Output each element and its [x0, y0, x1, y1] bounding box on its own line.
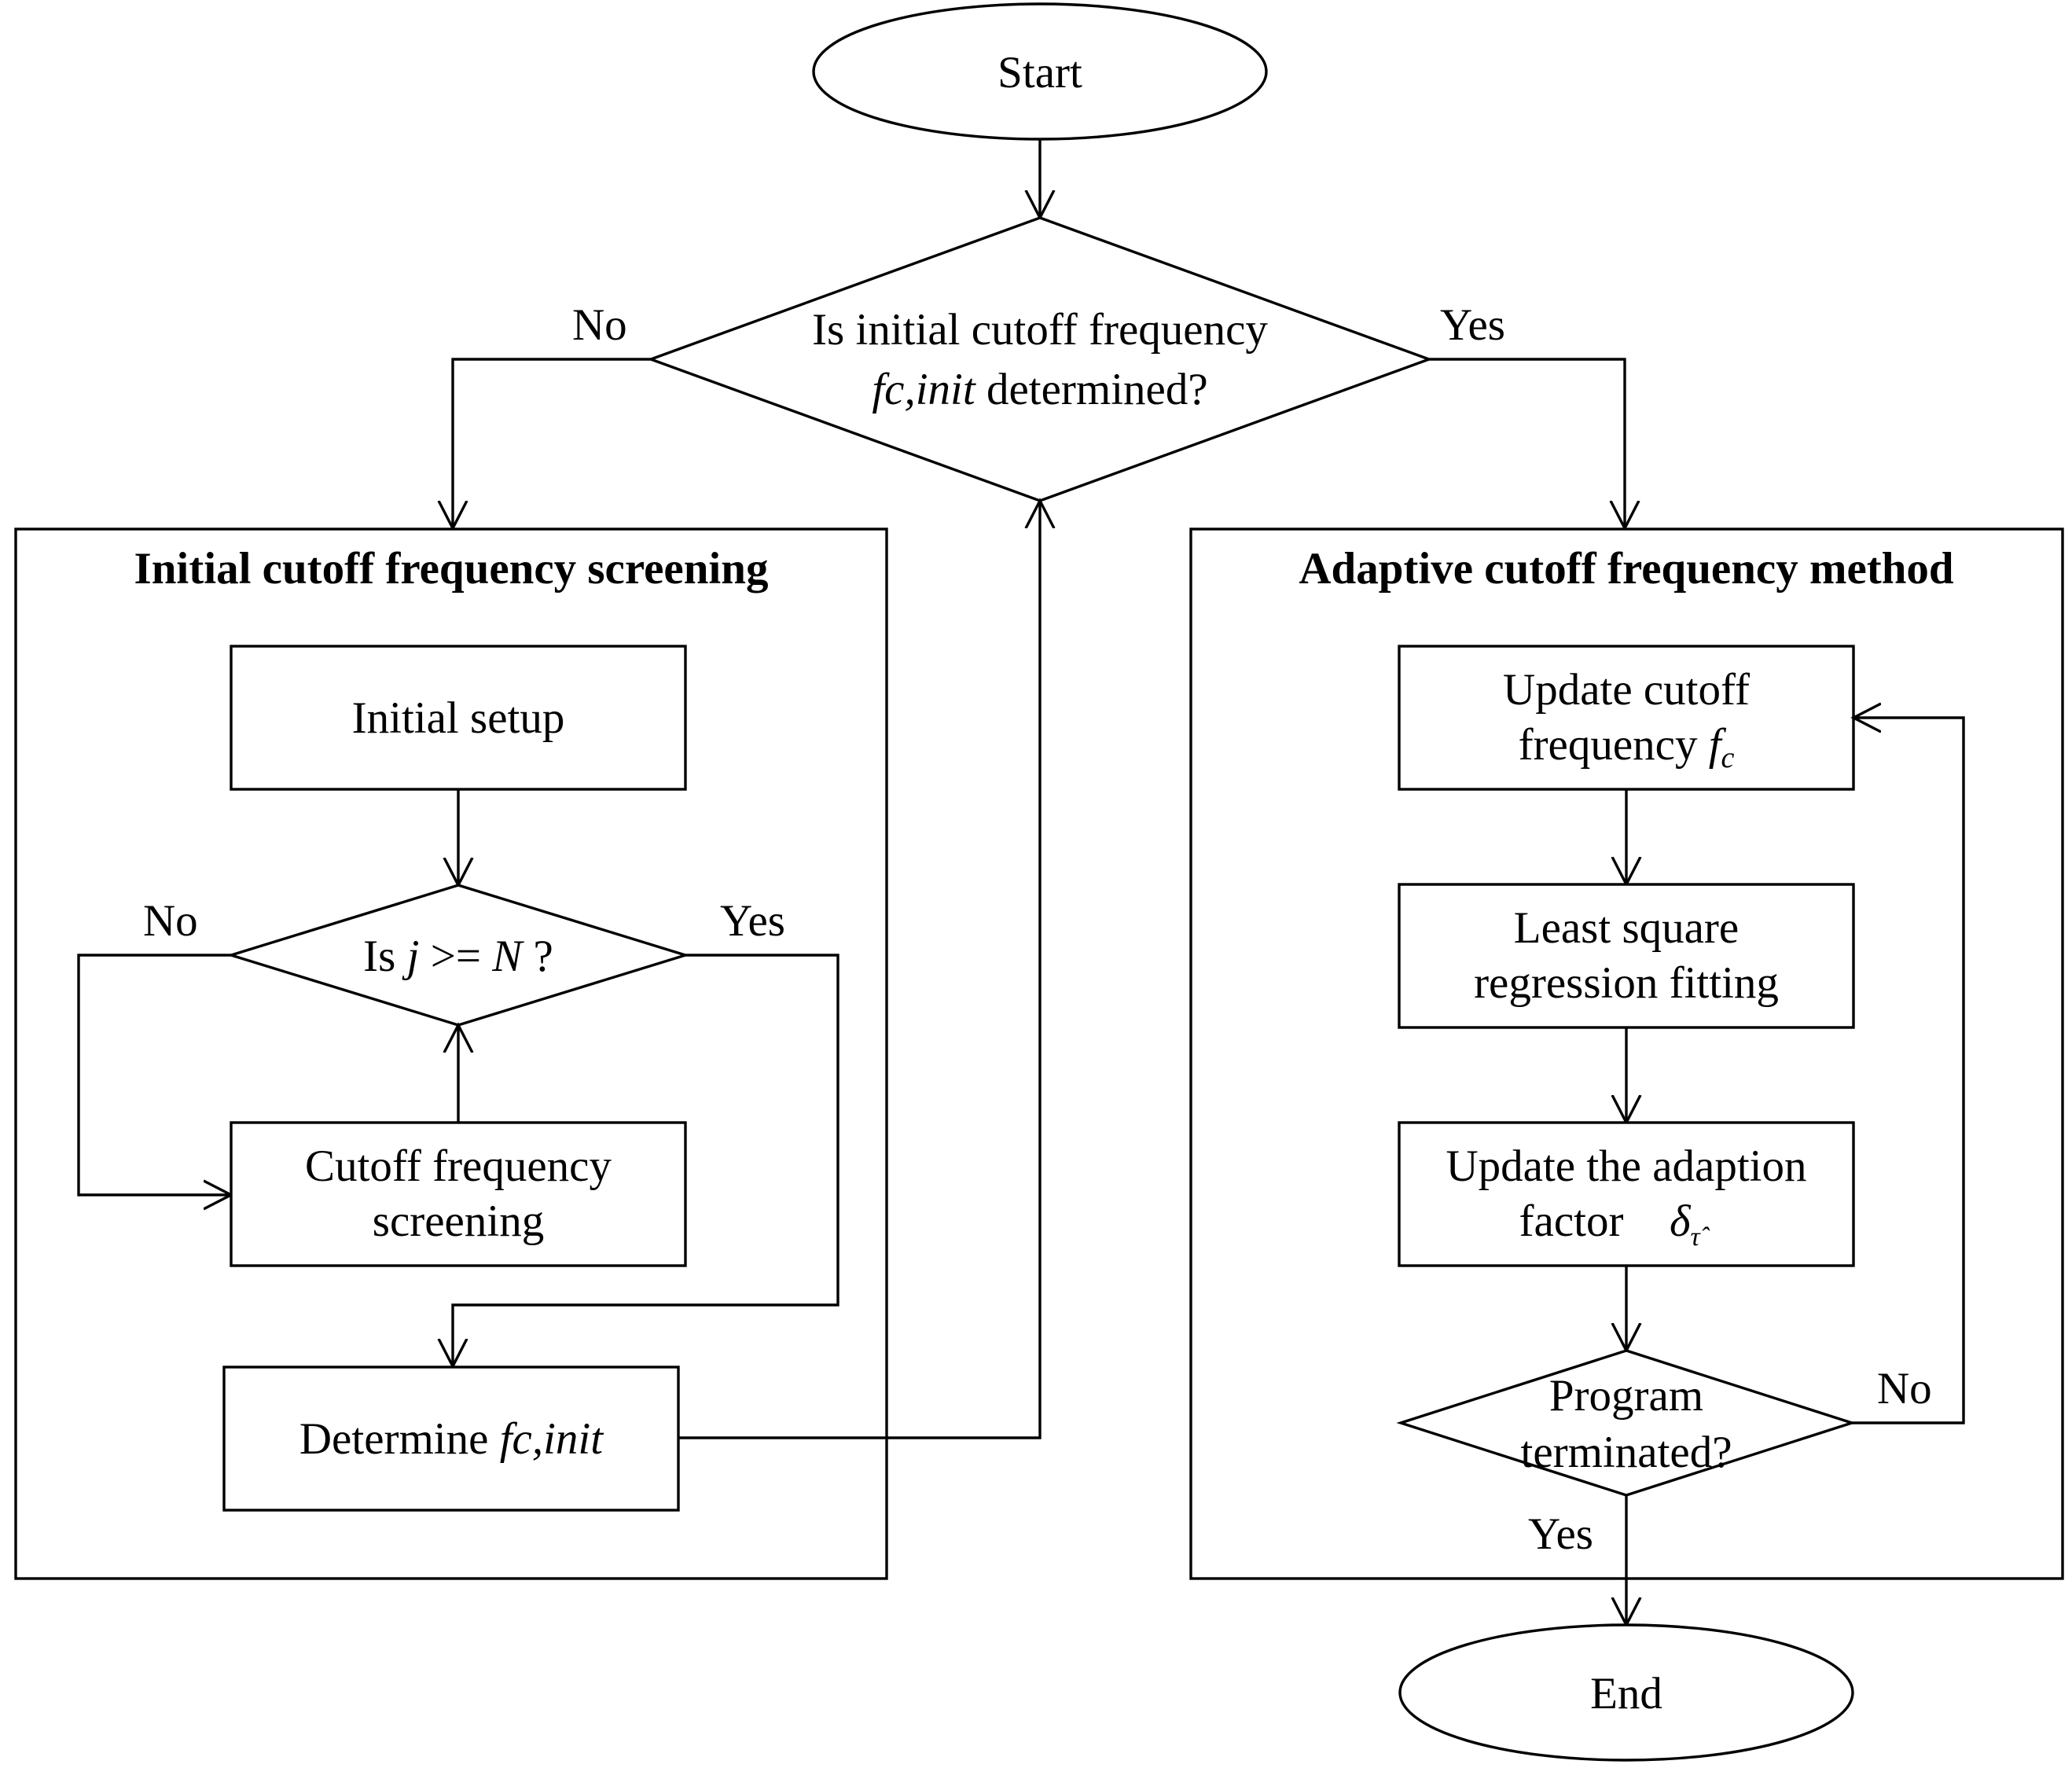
edge-main-yes	[1429, 358, 1625, 528]
update-fc-box	[1398, 645, 1855, 791]
lsq-line2: regression fitting	[1474, 958, 1779, 1008]
main-decision	[647, 216, 1433, 502]
left-group-title: Initial cutoff frequency screening	[134, 544, 769, 594]
start-label: Start	[997, 48, 1082, 97]
lsq-line1: Least square	[1514, 903, 1739, 953]
edge-j-yes	[453, 954, 839, 1366]
end-node	[1398, 1623, 1854, 1762]
main-decision-line2: fc,init determined?	[872, 365, 1207, 414]
j-no-label: No	[143, 896, 198, 946]
edge-term-no	[1852, 718, 1965, 1424]
screening-line2: screening	[373, 1196, 544, 1246]
end-label: End	[1590, 1669, 1662, 1718]
screening-line1: Cutoff frequency	[305, 1141, 612, 1191]
screening-box	[230, 1121, 687, 1267]
lsq-box	[1398, 883, 1855, 1029]
main-no-label: No	[572, 300, 627, 350]
edge-j-no	[77, 954, 231, 1195]
main-decision-line1: Is initial cutoff frequency	[812, 305, 1268, 355]
right-group-title: Adaptive cutoff frequency method	[1299, 544, 1954, 594]
edge-determine-to-decision	[678, 501, 1040, 1439]
update-fc-line2: frequency fc	[1519, 720, 1735, 774]
adapt-line1: Update the adaption	[1446, 1141, 1806, 1191]
j-decision-label: Is j >= N ?	[363, 932, 553, 981]
main-yes-label: Yes	[1440, 300, 1505, 350]
determine-box	[222, 1366, 680, 1512]
term-no-label: No	[1877, 1364, 1932, 1413]
adapt-line2: factor	[1519, 1196, 1624, 1246]
adapt-box	[1398, 1121, 1855, 1267]
j-yes-label: Yes	[720, 896, 785, 946]
terminated-line2: terminated?	[1520, 1428, 1732, 1477]
initial-setup-label: Initial setup	[352, 693, 565, 743]
term-yes-label: Yes	[1528, 1509, 1593, 1559]
update-fc-line1: Update cutoff	[1503, 665, 1750, 715]
terminated-line1: Program	[1549, 1371, 1703, 1421]
determine-label: Determine fc,init	[299, 1414, 604, 1464]
edge-main-no	[453, 358, 651, 528]
